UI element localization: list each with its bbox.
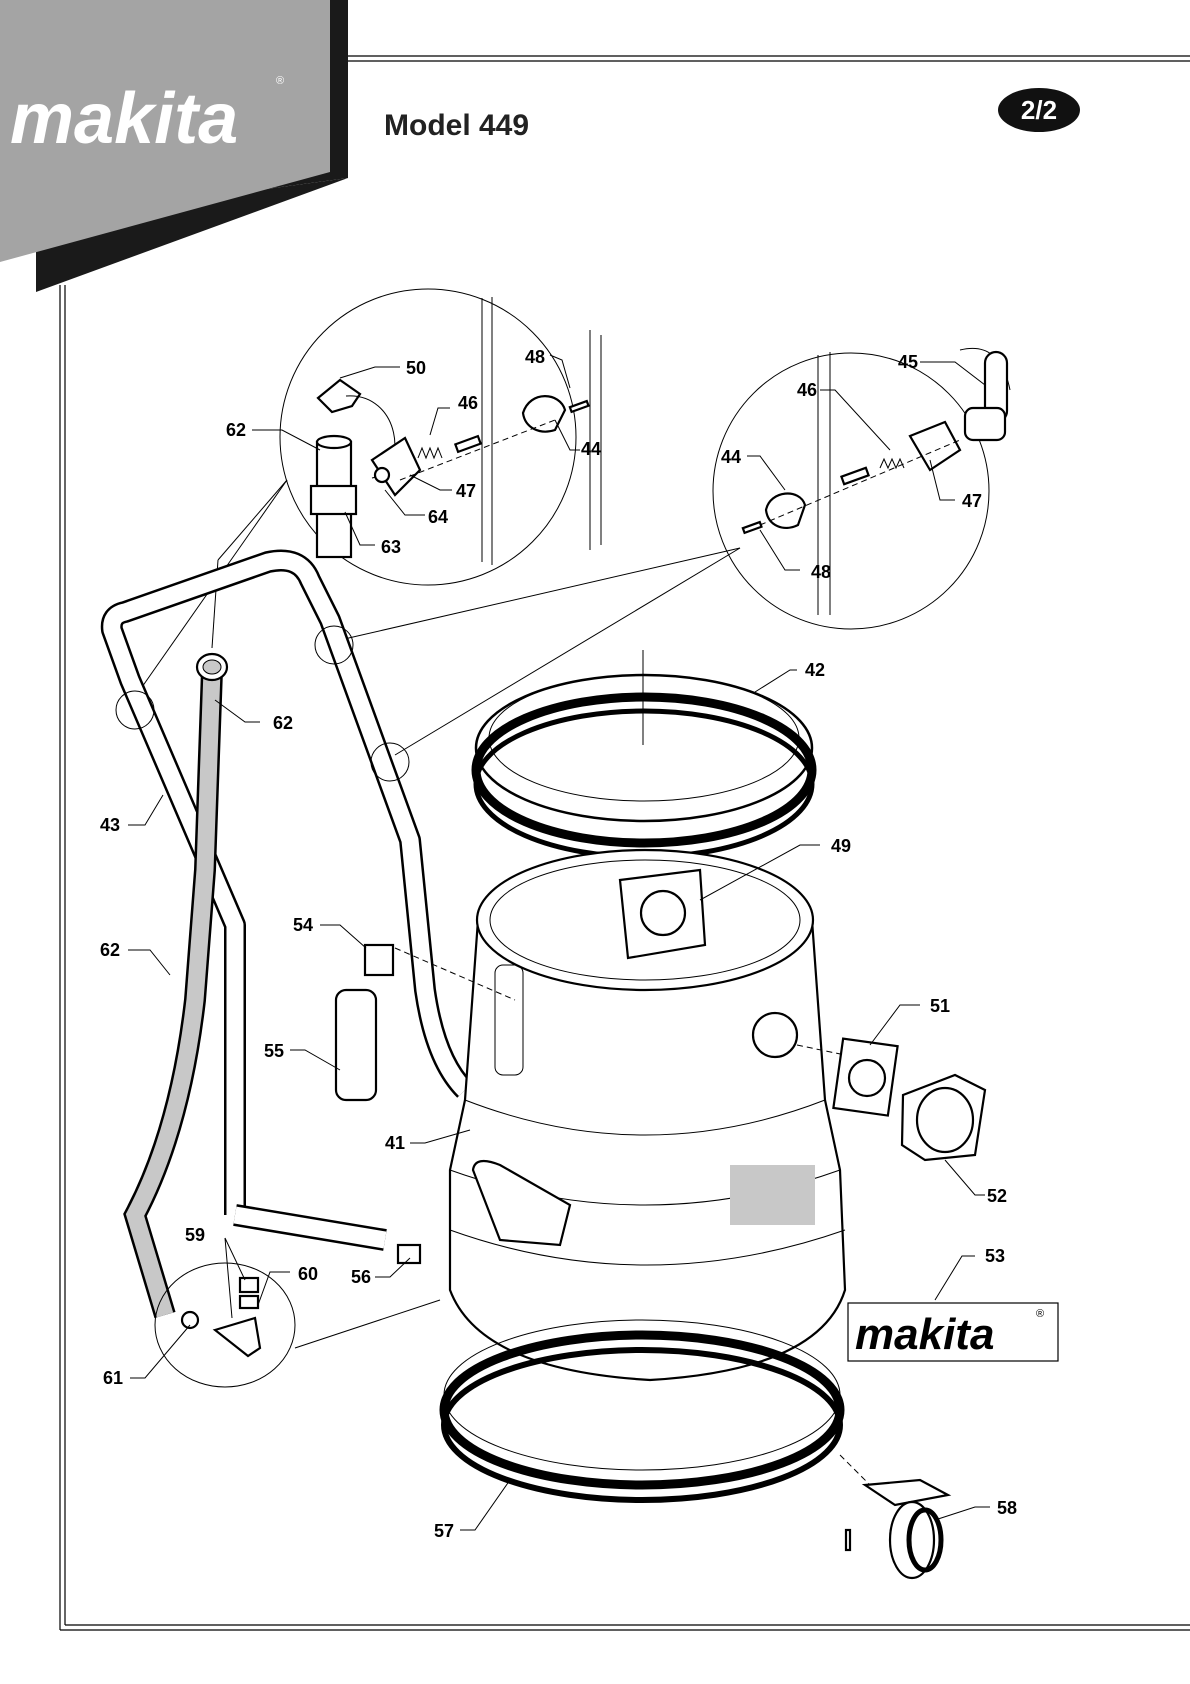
callout-46: 46: [458, 393, 478, 413]
callout-57: 57: [434, 1521, 454, 1541]
page-badge: 2/2: [998, 88, 1080, 132]
callout-55: 55: [264, 1041, 284, 1061]
label-registered-mark: ®: [1036, 1308, 1044, 1320]
callout-61: 61: [103, 1368, 123, 1388]
registered-mark: ®: [276, 75, 284, 87]
callout-62-mid: 62: [273, 713, 293, 733]
model-title: Model 449: [384, 109, 529, 142]
brand-logo: makita: [10, 79, 238, 159]
callout-64: 64: [428, 507, 448, 527]
callout-56: 56: [351, 1267, 371, 1287]
caster-58: [839, 1454, 952, 1580]
callout-53: 53: [985, 1246, 1005, 1266]
callout-49: 49: [831, 836, 851, 856]
callout-47-right: 47: [962, 491, 982, 511]
page-number: 2/2: [1021, 95, 1057, 125]
callout-47: 47: [456, 481, 476, 501]
callout-58: 58: [997, 1498, 1017, 1518]
fitting-56: [396, 1243, 422, 1265]
callout-41: 41: [385, 1133, 405, 1153]
callout-62-low: 62: [100, 940, 120, 960]
callouts: 50 46 48 44 47 64 63 62 45 46 44 47: [100, 347, 1017, 1541]
page-frame: [59, 55, 1190, 1631]
callout-63: 63: [381, 537, 401, 557]
handle-frame-43: [100, 549, 474, 1251]
callout-48: 48: [525, 347, 545, 367]
plug-cap-50: [316, 378, 362, 414]
callout-50: 50: [406, 358, 426, 378]
callout-45: 45: [898, 352, 918, 372]
detail-view-left: [279, 288, 602, 586]
cone-64: [370, 436, 422, 497]
grip-55: [334, 988, 378, 1102]
detail-view-bottom: [154, 1262, 441, 1388]
clamp-54: [363, 943, 395, 977]
label-brand-text: makita: [855, 1310, 994, 1359]
callout-44: 44: [581, 439, 601, 459]
callout-62-top: 62: [226, 420, 246, 440]
tank-41: [448, 848, 847, 1382]
spring-46: [417, 446, 443, 460]
callout-59: 59: [185, 1225, 205, 1245]
detail-view-right: [712, 347, 1011, 630]
cap-44: [521, 395, 567, 433]
flange-52: [900, 1073, 987, 1162]
callout-60: 60: [298, 1264, 318, 1284]
brand-banner: makita ®: [0, 0, 348, 292]
callout-44-right: 44: [721, 447, 741, 467]
callout-48-right: 48: [811, 562, 831, 582]
cone-47: [908, 420, 962, 472]
clip-63: [309, 484, 358, 516]
callout-52: 52: [987, 1186, 1007, 1206]
base-ring-57: [439, 1319, 845, 1503]
callout-43: 43: [100, 815, 120, 835]
callout-51: 51: [930, 996, 950, 1016]
hose-62: [123, 652, 229, 1319]
label-53: makita ®: [847, 1302, 1059, 1362]
callout-54: 54: [293, 915, 313, 935]
cap-44-right: [764, 492, 807, 529]
ring-42: [471, 650, 817, 860]
callout-46-right: 46: [797, 380, 817, 400]
callout-42: 42: [805, 660, 825, 680]
